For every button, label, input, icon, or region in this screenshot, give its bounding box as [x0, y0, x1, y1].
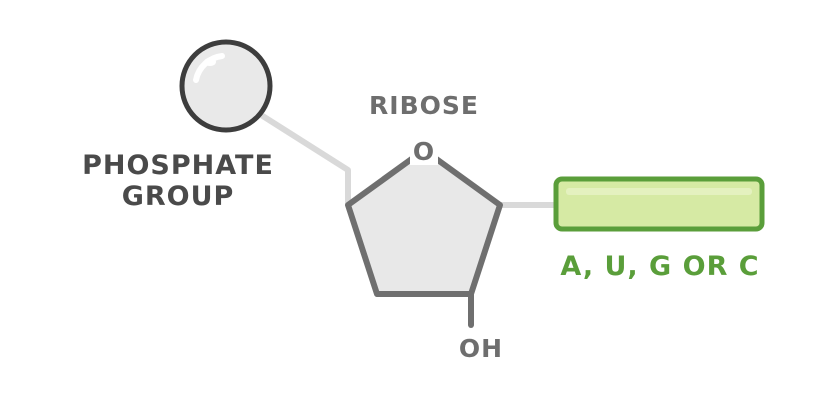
base-label: A, U, G OR C: [560, 251, 759, 282]
phosphate-label-line1: PHOSPHATE: [82, 150, 274, 181]
ribose-pentagon: [345, 147, 503, 297]
ribose-ring: [345, 135, 503, 297]
hydroxyl-label: OH: [459, 334, 503, 363]
ribose-label: RIBOSE: [369, 91, 479, 120]
base-highlight: [566, 188, 752, 195]
phosphate-shine: [204, 58, 216, 66]
base-rectangle: [553, 176, 765, 232]
phosphate-connector: [255, 110, 351, 208]
phosphate-group: [179, 39, 273, 133]
ring-oxygen-label: O: [413, 137, 435, 166]
phosphate-circle: [179, 39, 273, 133]
ring-oxygen-backdrop: [410, 135, 438, 165]
phosphate-label-line2: GROUP: [122, 181, 235, 212]
